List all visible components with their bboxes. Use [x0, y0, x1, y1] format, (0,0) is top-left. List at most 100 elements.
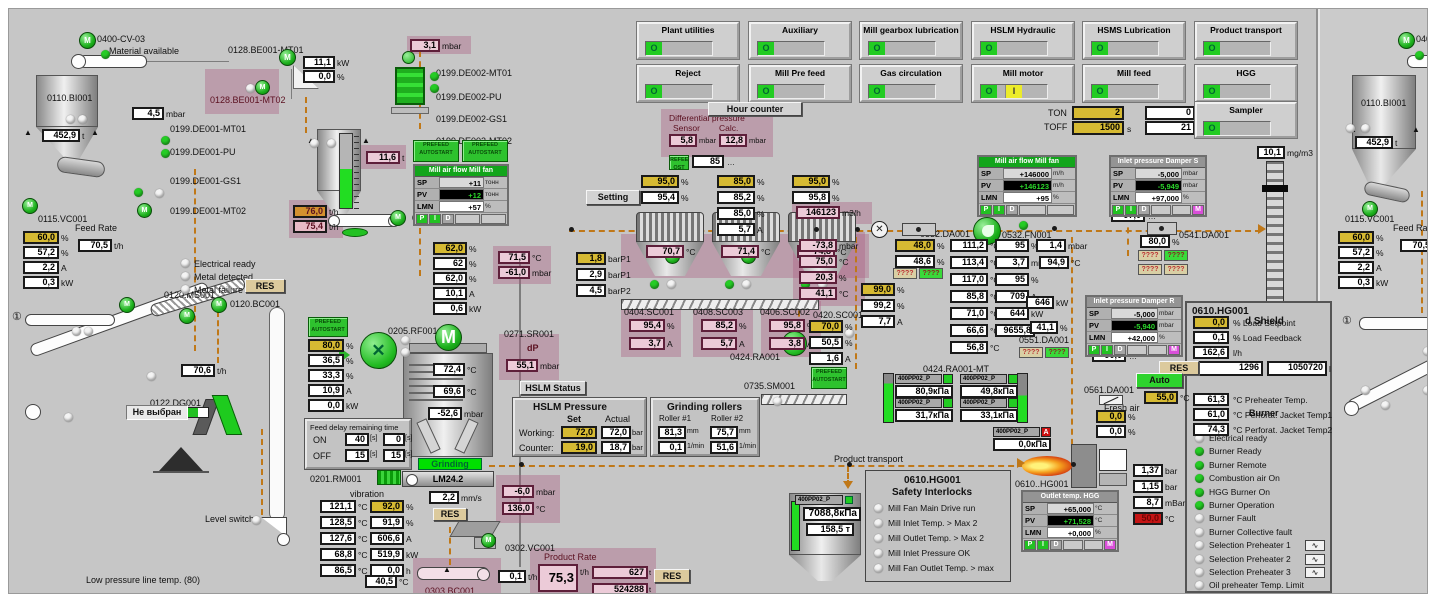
motor-icon[interactable]: M: [1398, 32, 1415, 49]
motor-icon[interactable]: M: [435, 324, 462, 351]
value-box[interactable]: 95,0: [792, 175, 830, 188]
pid-p-button[interactable]: P: [1088, 345, 1100, 355]
value-box[interactable]: 60,0: [1338, 231, 1374, 244]
damper-chip-2[interactable]: [1147, 222, 1177, 235]
feed-delay-off-sp[interactable]: 15: [345, 449, 369, 462]
mill-fan-icon[interactable]: [973, 217, 1001, 245]
hslm-working-sp[interactable]: 72,0: [561, 426, 597, 439]
--button[interactable]: Не выбран: [126, 405, 188, 420]
auto-button[interactable]: Auto: [1136, 373, 1183, 388]
diverter-gate-green[interactable]: [211, 395, 243, 435]
preheater-trend-button[interactable]: ∿: [1305, 567, 1325, 578]
preheater-trend-button[interactable]: ∿: [1305, 540, 1325, 552]
motor-icon[interactable]: M: [211, 297, 227, 313]
cv03-conveyor[interactable]: [79, 55, 147, 68]
value-box[interactable]: 60,0: [23, 231, 59, 244]
pid-p-button[interactable]: P: [1112, 205, 1124, 215]
damper-chip-1[interactable]: [902, 223, 936, 236]
hslm-status-button[interactable]: HSLM Status: [520, 381, 586, 395]
manual-mode-button[interactable]: M: [1168, 345, 1180, 355]
motor-icon[interactable]: M: [279, 49, 296, 66]
motor-icon[interactable]: M: [137, 203, 152, 218]
pid-p-button[interactable]: P: [416, 214, 428, 224]
value-box[interactable]: 1,8: [576, 252, 606, 265]
rm001-motor[interactable]: [377, 470, 401, 485]
rotary-valve-icon[interactable]: ✕: [360, 332, 397, 369]
motor-icon[interactable]: M: [119, 297, 135, 313]
pid-d-button[interactable]: D: [1006, 205, 1018, 215]
pid-i-button[interactable]: I: [1125, 205, 1137, 215]
hour-counter-button[interactable]: Hour counter: [708, 102, 802, 116]
pid-p-button[interactable]: P: [980, 205, 992, 215]
mirror-conveyor-top[interactable]: [1359, 317, 1427, 330]
pid-d-button[interactable]: D: [442, 214, 454, 224]
value-box[interactable]: 48,0: [895, 239, 935, 252]
pid-d-button[interactable]: D: [1138, 205, 1150, 215]
hslm-counter-sp[interactable]: 19,0: [561, 441, 597, 454]
setting-button[interactable]: Setting: [586, 190, 640, 205]
faceplate-row-value[interactable]: +146000: [1003, 168, 1052, 179]
motor-icon[interactable]: M: [481, 533, 496, 548]
duct-valve-icon[interactable]: ✕: [871, 221, 888, 238]
res-button[interactable]: RES: [433, 508, 467, 521]
pid-d-button[interactable]: D: [1114, 345, 1126, 355]
motor-icon[interactable]: M: [255, 80, 270, 95]
faceplate-row-value[interactable]: +11: [439, 177, 484, 188]
motor-icon[interactable]: M: [79, 32, 96, 49]
toff-setpoint[interactable]: 1500: [1072, 121, 1124, 135]
pid-d-button[interactable]: D: [1050, 540, 1062, 550]
value-box[interactable]: 0,0: [1096, 410, 1126, 423]
value-box[interactable]: 80,0: [308, 339, 344, 352]
value-box[interactable]: 92,0: [370, 500, 404, 513]
motor-icon[interactable]: M: [1362, 201, 1378, 217]
value-box[interactable]: 55,0: [1144, 391, 1178, 404]
faceplate-row-value[interactable]: -5,000: [1111, 308, 1158, 319]
sampler-button[interactable]: Sampler O: [1195, 102, 1297, 138]
feed-delay-on-sp[interactable]: 40: [345, 433, 369, 446]
ton-setpoint[interactable]: 2: [1072, 106, 1124, 120]
faceplate-row-value[interactable]: +65,000: [1047, 503, 1094, 514]
hgg-value-box[interactable]: 0,0: [1193, 316, 1229, 329]
value-box[interactable]: 62,0: [433, 242, 467, 255]
value-box[interactable]: 70,0: [809, 320, 843, 333]
pid-i-button[interactable]: I: [1037, 540, 1049, 550]
faceplate-row-value[interactable]: -5,000: [1135, 168, 1182, 179]
motor-icon[interactable]: M: [22, 198, 38, 214]
pid-p-button[interactable]: P: [1024, 540, 1036, 550]
fresh-air-damper-chip[interactable]: [1099, 395, 1123, 405]
res-button[interactable]: RES: [654, 569, 690, 583]
manual-mode-button[interactable]: M: [1104, 540, 1116, 550]
value-box[interactable]: 95,0: [641, 175, 679, 188]
manual-mode-button[interactable]: M: [1192, 205, 1204, 215]
value-box[interactable]: 85,0: [717, 175, 755, 188]
pid-i-button[interactable]: I: [1101, 345, 1113, 355]
motor-icon[interactable]: M: [179, 308, 195, 324]
pid-i-button[interactable]: I: [993, 205, 1005, 215]
res-button[interactable]: RES: [245, 279, 285, 293]
value-box[interactable]: 99,0: [861, 283, 895, 296]
motor-icon[interactable]: M: [390, 210, 406, 226]
preheater-trend-button[interactable]: ∿: [1305, 553, 1325, 565]
de002-filter-pump[interactable]: [395, 67, 425, 105]
